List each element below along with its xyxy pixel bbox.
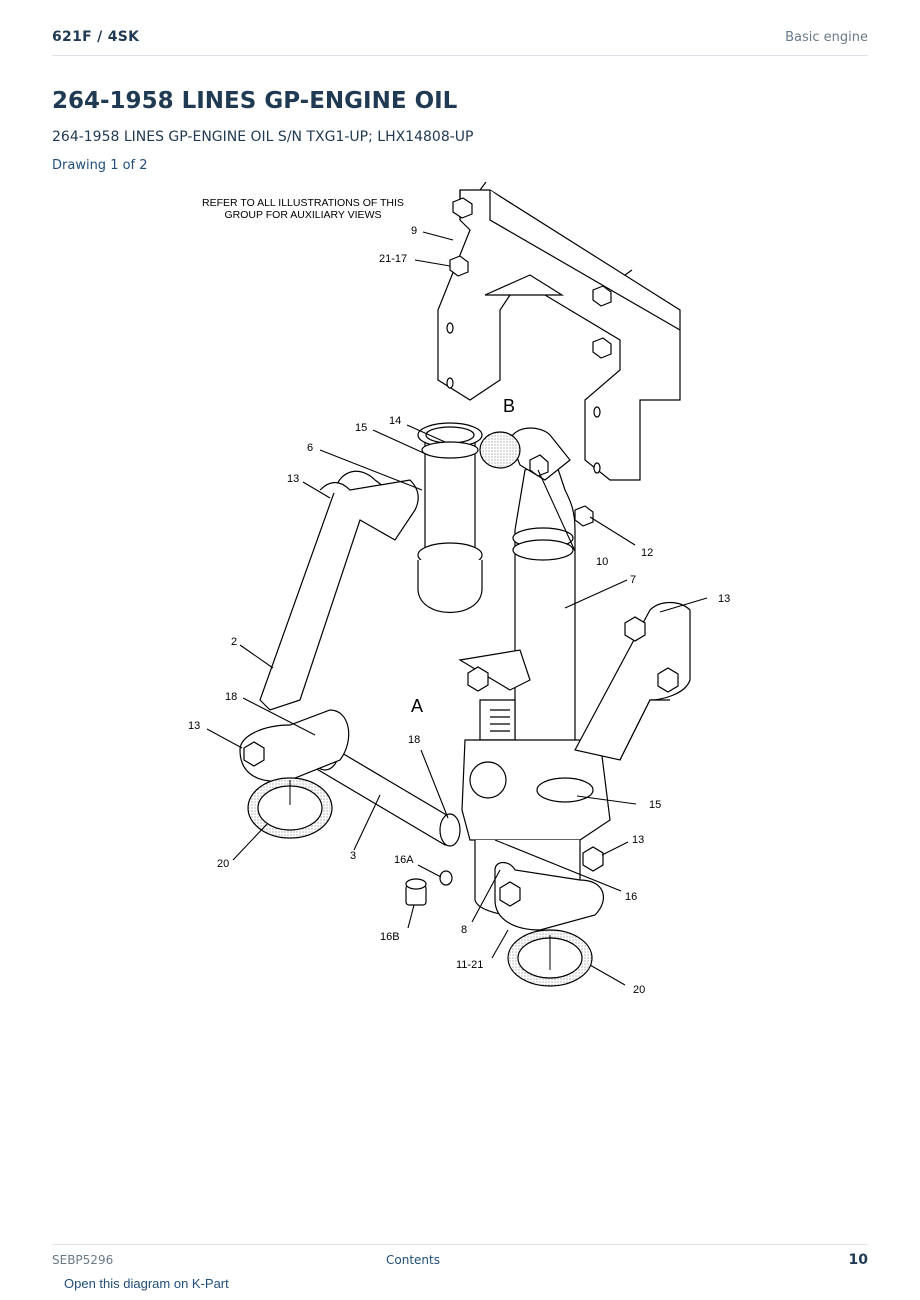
callout-14: 14 xyxy=(389,415,401,427)
view-label-b: B xyxy=(503,396,515,416)
callout-6: 6 xyxy=(307,442,313,454)
callout-18: 18 xyxy=(225,691,237,703)
header-divider xyxy=(52,55,868,56)
callout-15: 15 xyxy=(355,422,367,434)
callout-11-21: 11-21 xyxy=(456,959,483,971)
pipe-6 xyxy=(417,422,483,613)
callout-13: 13 xyxy=(188,720,200,732)
page-number: 10 xyxy=(848,1252,868,1268)
callout-15: 15 xyxy=(649,799,661,811)
callout-2: 2 xyxy=(231,636,237,648)
callout-10: 10 xyxy=(596,556,608,568)
page-title: 264-1958 LINES GP-ENGINE OIL xyxy=(52,88,458,114)
callout-16b: 16B xyxy=(380,931,400,943)
callout-7: 7 xyxy=(630,574,636,586)
callout-3: 3 xyxy=(350,850,356,862)
drawing-number: Drawing 1 of 2 xyxy=(52,158,148,173)
callout-18: 18 xyxy=(408,734,420,746)
callout-16a: 16A xyxy=(394,854,414,866)
callout-9: 9 xyxy=(411,225,417,237)
callout-20: 20 xyxy=(633,984,645,996)
callout-21-17: 21-17 xyxy=(379,253,407,265)
diagram-note-line2: GROUP FOR AUXILIARY VIEWS xyxy=(225,209,382,221)
callout-13: 13 xyxy=(632,834,644,846)
mounting-bracket xyxy=(437,181,681,481)
o-ring-b xyxy=(479,431,521,469)
document-id: SEBP5296 xyxy=(52,1253,114,1267)
footer-divider xyxy=(52,1244,868,1245)
flange-left xyxy=(239,709,350,782)
pipe-2 xyxy=(259,470,419,711)
diagram-note-line1: REFER TO ALL ILLUSTRATIONS OF THIS xyxy=(202,197,404,209)
plug-16b xyxy=(405,870,453,906)
callout-8: 8 xyxy=(461,924,467,936)
header-model: 621F / 4SK xyxy=(52,29,140,45)
view-label-a: A xyxy=(411,696,423,716)
page-subtitle: 264-1958 LINES GP-ENGINE OIL S/N TXG1-UP… xyxy=(52,129,474,145)
callout-20: 20 xyxy=(217,858,229,870)
leader-lines xyxy=(206,231,708,986)
callout-12: 12 xyxy=(641,547,653,559)
parts-diagram: REFER TO ALL ILLUSTRATIONS OF THIS GROUP… xyxy=(170,180,750,1010)
callout-16: 16 xyxy=(625,891,637,903)
contents-link[interactable]: Contents xyxy=(386,1253,440,1267)
callout-13: 13 xyxy=(718,593,730,605)
pipe-7 xyxy=(509,427,594,781)
flange-bottom xyxy=(494,846,604,931)
callout-13: 13 xyxy=(287,473,299,485)
header-section: Basic engine xyxy=(785,30,868,45)
kpart-link[interactable]: Open this diagram on K-Part xyxy=(64,1276,229,1291)
